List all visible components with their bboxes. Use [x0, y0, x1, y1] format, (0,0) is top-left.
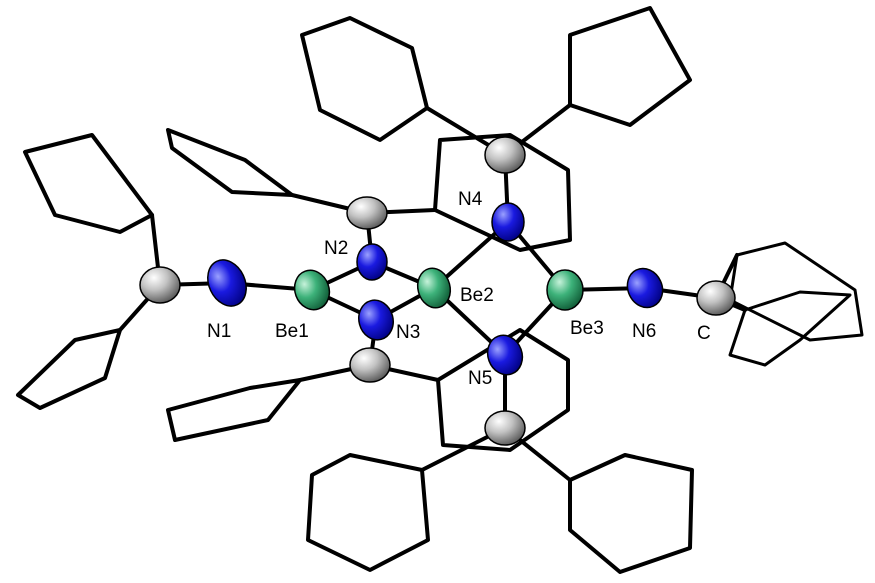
phenyl-ring-bottom-right: [568, 453, 694, 574]
carbon-atom-c: [696, 280, 736, 316]
atoms: [139, 136, 736, 446]
label-n4: N4: [458, 189, 483, 210]
phenyl-ring-lower-left-far: [166, 378, 302, 442]
label-be3: Be3: [570, 318, 604, 339]
label-n1: N1: [207, 321, 231, 342]
aryl-ring-lower-center: [436, 328, 570, 452]
nitrogen-atom-n1: [207, 259, 247, 307]
phenyl-ring-left-upper: [23, 133, 154, 234]
atom-labels: N1 Be1 N2 N3 Be2 N4 N5 Be3 N6 C: [207, 189, 711, 389]
nitrogen-atom-n2: [356, 243, 388, 281]
label-n5: N5: [468, 368, 492, 389]
phenyl-ring-bottom-left: [306, 453, 430, 572]
label-c: C: [697, 323, 711, 344]
beryllium-atom-be1: [293, 269, 331, 311]
carbon-atom-lower-center: [484, 410, 526, 446]
nitrogen-atom-n6: [626, 267, 664, 309]
nitrogen-atom-n4: [491, 202, 525, 242]
nitrogen-atom-n5: [486, 334, 524, 376]
phenyl-ring-upper-left-far: [166, 128, 294, 197]
phenyl-rings: [16, 6, 864, 574]
label-n3: N3: [396, 322, 420, 343]
phenyl-ring-top-left: [300, 16, 429, 142]
beryllium-atom-be3: [546, 269, 584, 311]
carbon-atom-upper-left: [346, 196, 388, 230]
phenyl-ring-right-a: [728, 241, 864, 342]
phenyl-ring-top-right: [568, 6, 692, 127]
nitrogen-atom-n3: [358, 299, 394, 341]
phenyl-ring-right-b: [728, 290, 852, 367]
label-be1: Be1: [275, 321, 309, 342]
carbon-atom-left: [139, 266, 181, 304]
phenyl-ring-left-lower: [16, 328, 122, 410]
beryllium-atom-be2: [416, 267, 452, 309]
carbon-atom-lower-left: [349, 347, 391, 383]
label-n6: N6: [632, 321, 656, 342]
label-be2: Be2: [460, 285, 494, 306]
label-n2: N2: [324, 238, 348, 259]
carbon-atom-upper-center: [484, 136, 526, 174]
